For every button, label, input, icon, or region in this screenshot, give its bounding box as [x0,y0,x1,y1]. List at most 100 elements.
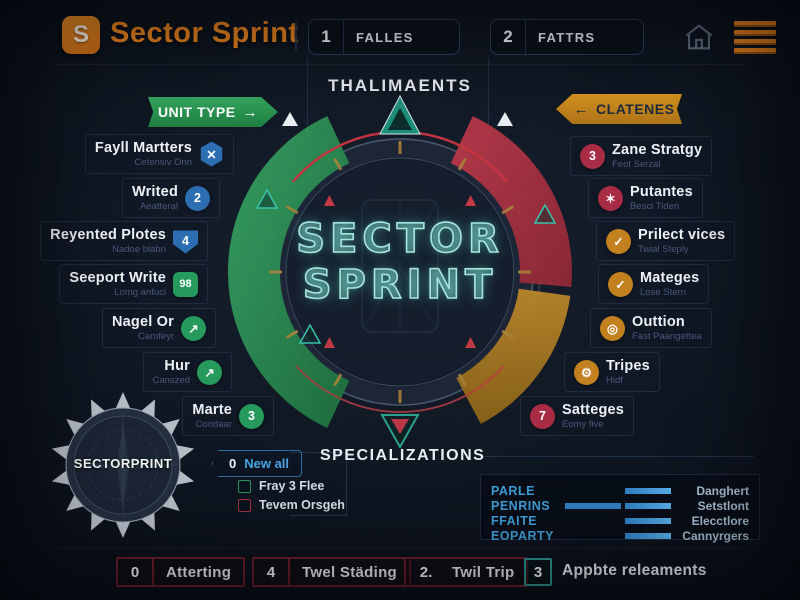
unit-list-item[interactable]: Seeport Write Lomg anfuci 98 [59,264,208,304]
emblem-triangles [255,188,557,344]
hamburger-menu-icon[interactable] [734,21,776,54]
footer-chip-twil-trip[interactable]: 2. Twil Trip [404,557,529,587]
clatenes-banner[interactable]: ← CLATENES [556,94,682,124]
app-title: Sector Sprint [110,17,299,49]
item-label: Reyented Plotes [50,227,166,243]
clatenes-list-item[interactable]: ✶ Putantes Besci Tiden [588,178,703,218]
unit-list-item[interactable]: Nagel Or Camfeyr ↗ [101,308,216,348]
item-label: Zane Stratgy [612,142,703,158]
item-label: Writed [131,184,178,200]
red-arc-bottom [295,365,505,413]
home-icon[interactable] [682,21,716,53]
logo-glyph: S [72,21,89,48]
item-sublabel: Cetensiv Onn [134,157,192,168]
row-bar [625,517,671,524]
row-bar [625,532,671,539]
clatenes-list-item[interactable]: ⚙ Tripes Hidf [564,352,660,392]
row-value: Cannyrgers [682,528,749,543]
sector-gold-wedge[interactable] [456,288,571,424]
row-value: Elecctlore [691,513,749,528]
item-badge: 98 [173,271,198,297]
item-sublabel: Feot Serzal [612,159,661,170]
stat-chip-falles[interactable]: 1 FALLES [308,19,460,55]
dial-title-line1: SECTOR [295,215,504,263]
item-badge: 2 [185,185,210,211]
item-sublabel: Aeatteral [139,201,178,212]
table-row: FFAITE Elecctlore [491,513,749,528]
item-label: Marte [192,402,232,418]
item-sublabel: Besci Tiden [630,201,680,212]
footer-rule [55,548,745,549]
footer-chip-twel-stading[interactable]: 4 Twel Städing [252,557,411,587]
table-row: PARLE Danghert [491,483,749,498]
unit-type-banner[interactable]: UNIT TYPE → [148,97,278,127]
connector-line [307,58,308,128]
row-name: PENRINS [491,498,551,513]
item-label: Prilect vices [638,227,726,243]
item-badge: ↗ [181,315,206,341]
banner-label: CLATENES [596,101,675,117]
header-divider [295,22,297,50]
legend-item[interactable]: Tevem Orsgeh [238,498,345,512]
footer-label: Twel Städing [302,563,397,581]
item-label: Outtion [632,314,685,330]
stat-chip-fattrs[interactable]: 2 FATTRS [490,19,644,55]
item-badge: ◎ [600,315,625,341]
new-all-tag[interactable]: 0 New all [212,450,303,477]
footer-label: Atterting [166,563,232,581]
row-bar [625,502,671,509]
unit-list-item[interactable]: Fayll Martters Cetensiv Onn ✕ [84,134,234,174]
top-arrow-icon [379,94,421,135]
table-row: EOPARTY Cannyrgers [491,528,749,543]
banner-label: UNIT TYPE [157,104,236,120]
app-logo: S [62,16,100,54]
footer-label: Twil Trip [452,563,515,581]
clatenes-list-item[interactable]: ✓ Prilect vices Twial Steply [596,221,736,261]
item-sublabel: Canszed [152,375,191,386]
red-markers [324,195,476,348]
item-sublabel: Eomy five [562,419,604,430]
item-badge: 3 [239,403,264,429]
item-label: Hur [164,358,190,374]
item-badge: ⚙ [574,359,599,385]
item-label: Tripes [606,358,650,374]
item-badge: ✓ [606,228,631,254]
unit-list-item[interactable]: Writed Aeatteral 2 [121,178,220,218]
dial-emblem [361,199,439,333]
arrow-right-icon: → [242,103,259,121]
clatenes-list-item[interactable]: 7 Satteges Eomy five [520,396,635,436]
stat-label: FATTRS [538,29,596,45]
dial-face [288,160,512,384]
item-sublabel: Condaar [195,419,232,430]
stat-label: FALLES [356,29,414,45]
inline-bar [565,502,621,509]
clatenes-list-item[interactable]: 3 Zane Stratgy Feot Serzal [570,136,713,176]
unit-list-item[interactable]: Reyented Plotes Nadoe blabri 4 [40,221,208,261]
footer-label-appbte: Appbte releaments [562,562,707,579]
sector-green-wedge[interactable] [227,116,350,428]
legend: Fray 3 Flee Tevem Orsgeh [238,479,345,512]
clatenes-list-item[interactable]: ◎ Outtion Fast Paangettea [590,308,712,348]
item-label: Mateges [640,270,700,286]
thalimaents-label: THALIMAENTS [328,76,472,95]
legend-item[interactable]: Fray 3 Flee [238,479,345,493]
panel-rule [484,456,754,457]
footer-chip-atterting[interactable]: 0 Atterting [116,557,246,587]
item-badge: ↗ [197,359,222,385]
row-name: PARLE [491,483,535,498]
dial-ticks [269,141,531,403]
item-sublabel: Nadoe blabri [112,244,166,255]
new-all-count: 0 [229,456,237,471]
item-label: Seeport Write [69,270,166,286]
unit-list-item[interactable]: Hur Canszed ↗ [142,352,232,392]
item-sublabel: Camfeyr [138,331,174,342]
arrow-left-icon: ← [573,100,590,118]
footer-num-box[interactable]: 3 [524,558,552,586]
sectorprint-seal-label: SECTORPRINT [73,456,173,471]
unit-list-item[interactable]: Marte Condaar 3 [182,396,274,436]
item-label: Nagel Or [111,314,174,330]
clatenes-list-item[interactable]: ✓ Mateges Lose Stern [598,264,710,304]
wedge-tip-markers [282,112,513,126]
item-sublabel: Twial Steply [638,244,689,255]
